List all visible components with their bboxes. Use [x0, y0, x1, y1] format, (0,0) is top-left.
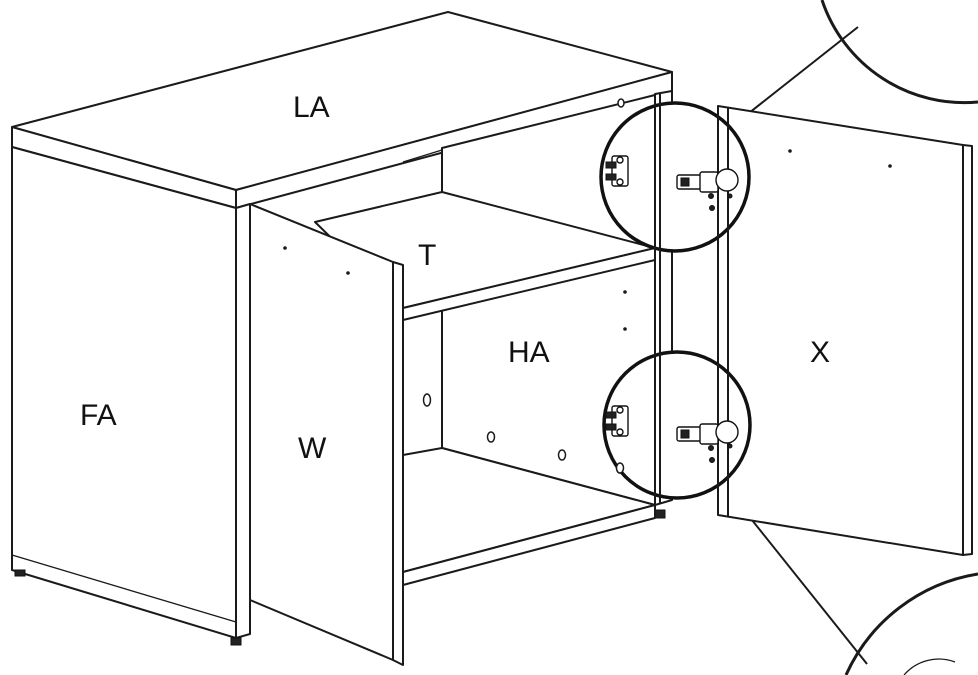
zoom-callout-top-arc-line — [820, 0, 978, 105]
hinge-detail-top — [599, 101, 751, 253]
label-back-panel: HA — [508, 336, 550, 369]
label-side-panel: FA — [80, 399, 117, 432]
left-side-panel — [11, 146, 251, 646]
label-right-door: X — [810, 336, 830, 369]
label-left-door: W — [298, 432, 327, 465]
hinge-detail-bottom — [602, 350, 752, 500]
right-door — [717, 105, 973, 556]
label-top-panel: LA — [293, 91, 330, 124]
label-shelf: T — [418, 239, 436, 272]
zoom-inner-arc — [903, 658, 956, 675]
zoom-callout-top-arc — [822, 0, 978, 103]
left-door — [249, 203, 404, 666]
zoom-callout-bottom-arc-line — [844, 572, 978, 675]
top-panel — [11, 11, 673, 209]
